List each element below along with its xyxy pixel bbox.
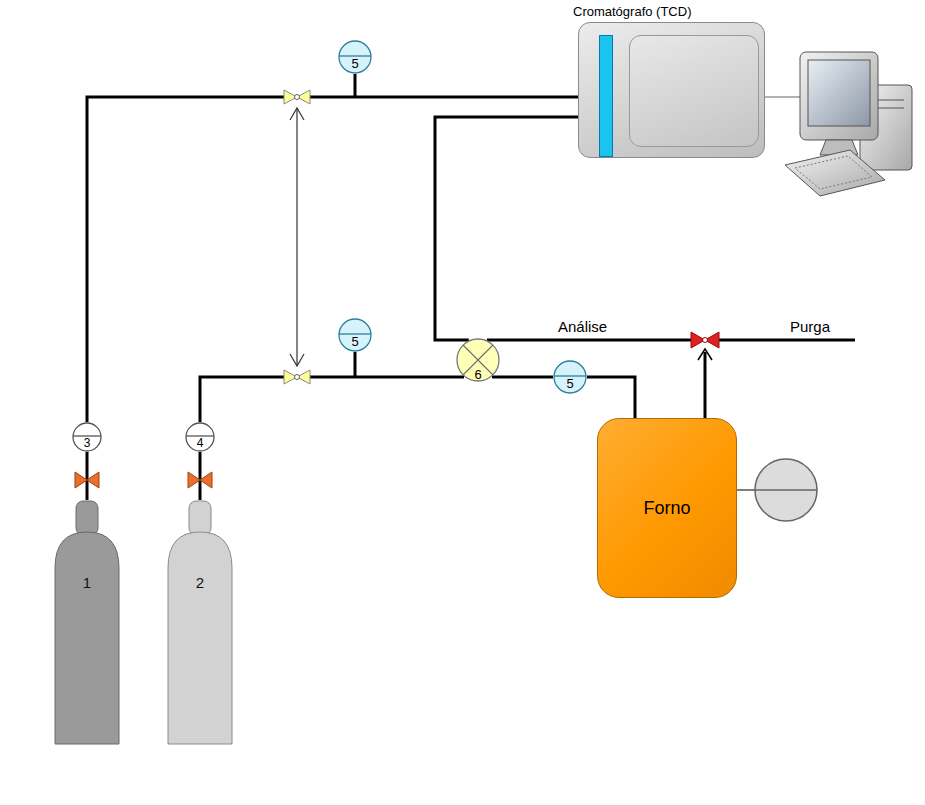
- cylinder-body: [55, 532, 119, 744]
- selector-valve: [284, 370, 310, 384]
- pressure-regulator: 3: [72, 422, 102, 452]
- temperature-gauge-mark: [755, 489, 817, 491]
- gas-cylinder: 1: [54, 500, 120, 745]
- line-label-text: Purga: [790, 318, 830, 335]
- gauge-stub: [354, 352, 357, 377]
- cylinder-body: [168, 532, 232, 744]
- line-label: Purga: [790, 318, 830, 335]
- gas-line: [492, 376, 553, 379]
- gauge-dial: [554, 361, 586, 393]
- actuator-arrow: [698, 349, 712, 360]
- callout-number: 5: [338, 57, 372, 71]
- oven-gauge-line: [737, 489, 755, 491]
- gas-line: [587, 377, 635, 418]
- gas-line: [199, 452, 202, 500]
- temperature-gauge: [755, 459, 817, 521]
- chromatograph: Cromatógrafo (TCD): [578, 22, 765, 158]
- gauge-dial: [73, 423, 101, 451]
- cylinder-neck: [189, 501, 211, 535]
- cylinder-valve: [188, 472, 212, 488]
- gas-line: [86, 452, 89, 500]
- oven-outlet-line: [704, 352, 707, 418]
- pressure-gauge: 5: [338, 40, 372, 74]
- gauge-dial: [186, 423, 214, 451]
- callout-number: 1: [54, 574, 120, 591]
- detector-window: [599, 35, 613, 157]
- gauge-stub: [354, 74, 357, 97]
- gas-line: [87, 97, 578, 422]
- valve-body: [457, 339, 499, 381]
- oven-door: [629, 35, 759, 147]
- data-cable: [765, 96, 805, 97]
- callout-number: 3: [72, 437, 102, 450]
- gas-line: [200, 377, 464, 422]
- computer-icon: [785, 52, 912, 196]
- cylinder-outline: [167, 500, 233, 745]
- four-way-valve: 6: [456, 338, 500, 382]
- gauge-dial: [339, 319, 371, 351]
- oven-box: Forno: [597, 418, 737, 598]
- pressure-gauge: 5: [338, 318, 372, 352]
- callout-number: 4: [185, 437, 215, 450]
- cylinder-outline: [54, 500, 120, 745]
- selector-valve: [284, 90, 310, 104]
- gas-line: [435, 117, 578, 340]
- line-label-text: Análise: [558, 318, 607, 335]
- cylinder-valve: [75, 472, 99, 488]
- valve-link-head: [290, 108, 304, 120]
- valve-link: [296, 108, 297, 366]
- oven-label: Forno: [643, 498, 690, 519]
- purge-valve: [691, 332, 719, 348]
- pressure-regulator: 4: [185, 422, 215, 452]
- callout-number: 2: [167, 574, 233, 591]
- cylinder-neck: [76, 501, 98, 535]
- analysis-line: [487, 339, 855, 342]
- callout-number: 6: [456, 368, 500, 382]
- gas-cylinder: 2: [167, 500, 233, 745]
- callout-number: 5: [553, 377, 587, 391]
- pressure-gauge: 5: [553, 360, 587, 394]
- instrument-title: Cromatógrafo (TCD): [573, 4, 691, 19]
- gauge-dial: [339, 41, 371, 73]
- line-label: Análise: [558, 318, 607, 335]
- valve-link-head: [290, 354, 304, 366]
- callout-number: 5: [338, 335, 372, 349]
